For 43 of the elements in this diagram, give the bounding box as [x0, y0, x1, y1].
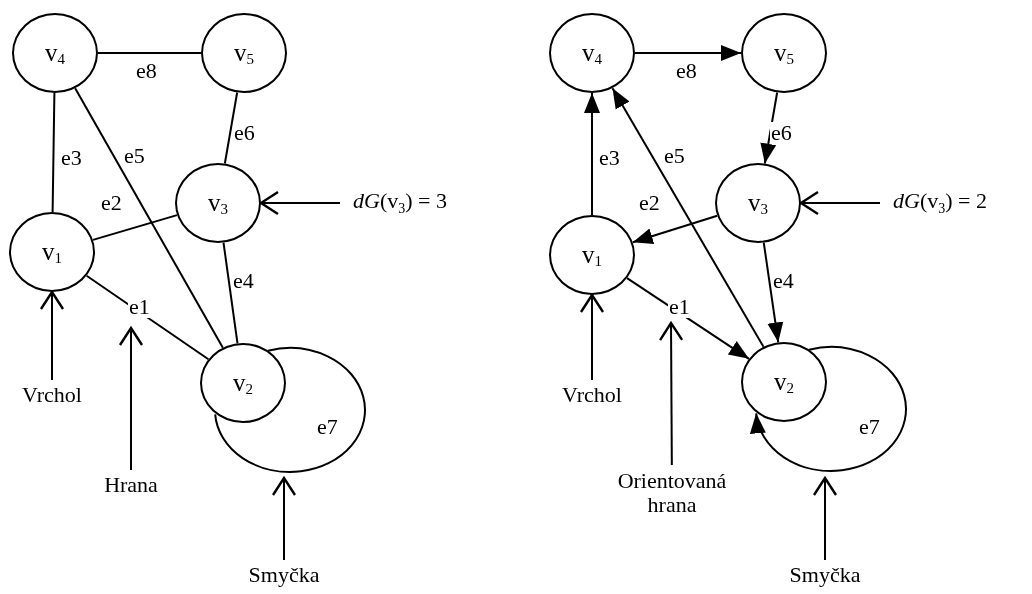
pointer-arrow	[39, 290, 65, 381]
edge-line	[85, 274, 210, 361]
directed-edge-arrow	[762, 241, 784, 344]
annotation-text: Orientovaná hrana	[616, 468, 728, 518]
annotation-text: Smyčka	[789, 562, 861, 588]
edge-line	[74, 87, 224, 349]
pointer-arrow	[812, 476, 838, 561]
pointer-arrow	[118, 326, 144, 471]
vertex-label: v$_{2}$	[233, 369, 253, 397]
vertex-label: v$_{2}$	[774, 368, 794, 396]
edge-line	[51, 92, 56, 213]
vertex-label: v$_{1}$	[582, 241, 602, 269]
vertex-label: v$_{3}$	[748, 189, 768, 217]
directed-edge-arrow	[631, 214, 719, 244]
directed-edge-arrow	[634, 45, 742, 61]
annotation-text: Vrchol	[22, 382, 82, 408]
vertex-circle	[741, 342, 827, 422]
pointer-arrow	[658, 321, 684, 466]
vertex-label: v$_{3}$	[208, 189, 228, 217]
vertex-label: v$_{5}$	[774, 39, 794, 67]
directed-edge-arrow	[751, 346, 907, 472]
directed-edge-arrow	[626, 277, 750, 360]
directed-edge-arrow	[611, 87, 765, 348]
edge-line	[92, 214, 178, 241]
pointer-arrow	[579, 293, 605, 381]
annotation-text: Smyčka	[248, 562, 320, 588]
edge-line	[214, 347, 366, 473]
edge-line	[222, 241, 239, 345]
edge-line	[223, 91, 239, 165]
pointer-arrow	[799, 190, 881, 216]
vertex-label: v$_{1}$	[42, 238, 62, 266]
vertex-label: v$_{4}$	[582, 39, 602, 67]
edge-line	[97, 52, 202, 54]
annotation-text: dG(v$_{3}$) = 3	[353, 189, 447, 217]
annotation-text: Vrchol	[562, 382, 622, 408]
pointer-arrow	[271, 476, 297, 561]
directed-edge-arrow	[584, 92, 600, 216]
pointer-arrow	[259, 190, 341, 216]
annotation-text: dG(v$_{3}$) = 2	[893, 189, 987, 217]
directed-edge-arrow	[760, 91, 779, 165]
vertex-label: v$_{5}$	[234, 39, 254, 67]
vertex-label: v$_{4}$	[45, 39, 65, 67]
annotation-text: Hrana	[104, 472, 158, 498]
